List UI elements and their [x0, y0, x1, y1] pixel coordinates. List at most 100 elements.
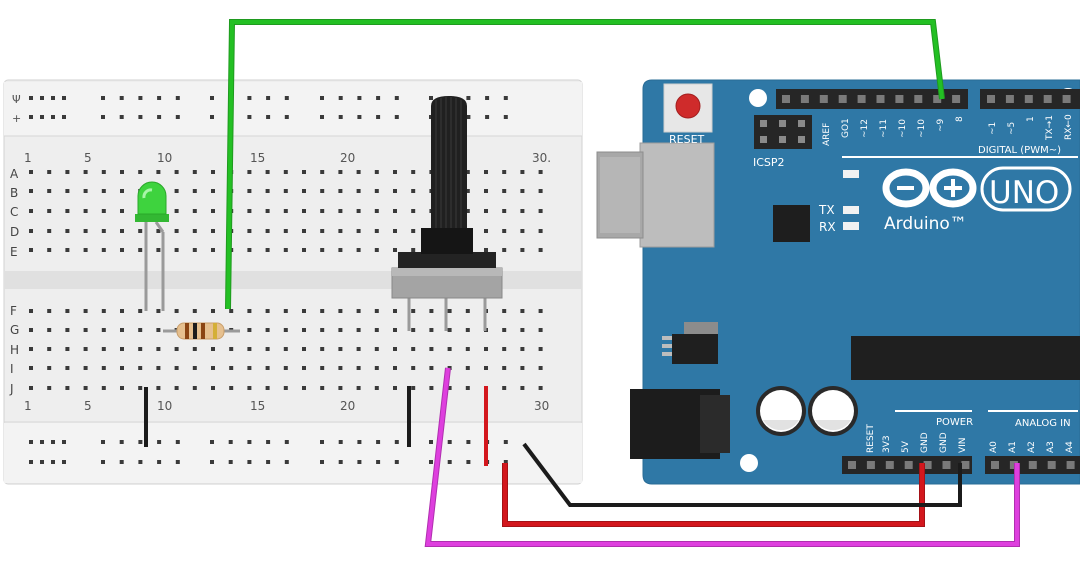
breadboard-hole — [393, 170, 397, 174]
breadboard-hole — [411, 347, 416, 351]
breadboard-hole — [156, 229, 161, 233]
rail-hole — [357, 460, 362, 464]
breadboard-hole — [247, 229, 252, 233]
pin-label-aref: AREF — [822, 123, 832, 146]
breadboard-hole — [502, 209, 507, 213]
breadboard-hole — [247, 209, 252, 213]
row-letters: A B C D E F G H I J — [9, 167, 19, 396]
breadboard-hole — [120, 209, 124, 213]
rail-hole — [138, 115, 143, 119]
rail-ground-symbol: Ψ — [12, 93, 21, 106]
green-led — [135, 181, 169, 311]
breadboard-hole — [520, 248, 525, 252]
header-pin — [895, 95, 904, 103]
analog-header — [985, 456, 1080, 474]
analog-pin-labels: A0 A1 A2 A3 A4 — [989, 441, 1075, 453]
col-number-top-10: 10 — [157, 151, 172, 165]
breadboard-hole — [538, 229, 543, 233]
breadboard-hole — [174, 229, 179, 233]
rail-hole — [376, 96, 381, 100]
pin-label-a0: A0 — [989, 441, 999, 453]
breadboard-hole — [447, 386, 452, 390]
digital-label: DIGITAL (PWM~) — [978, 145, 1061, 156]
breadboard-hole — [265, 366, 270, 370]
rail-hole — [284, 115, 289, 119]
header-pin — [1066, 461, 1075, 469]
digital-pin-labels: AREF GO1 ~12 ~11 ~10 ~10 ~9 8 ~1 ~5 1 TX… — [822, 114, 1074, 146]
rail-hole — [357, 96, 362, 100]
rail-hole — [503, 440, 508, 444]
breadboard-hole — [283, 248, 288, 252]
rail-hole — [51, 115, 55, 119]
breadboard-hole — [356, 170, 361, 174]
rail-hole — [284, 440, 289, 444]
breadboard-hole — [65, 366, 70, 370]
rail-hole — [247, 115, 252, 119]
breadboard-hole — [283, 347, 288, 351]
rail-hole — [247, 460, 252, 464]
rail-hole — [338, 460, 343, 464]
breadboard-hole — [192, 170, 197, 174]
breadboard-hole — [374, 209, 379, 213]
row-letter-e: E — [10, 245, 18, 259]
breadboard-hole — [374, 189, 379, 193]
breadboard-hole — [502, 347, 507, 351]
icsp2-label: ICSP2 — [753, 156, 785, 169]
breadboard-hole — [411, 309, 416, 313]
breadboard-hole — [502, 189, 507, 193]
breadboard-hole — [374, 386, 379, 390]
rail-hole — [447, 440, 452, 444]
breadboard-hole — [411, 229, 416, 233]
breadboard-hole — [374, 309, 379, 313]
col-number-top-15: 15 — [250, 151, 265, 165]
breadboard-hole — [393, 309, 397, 313]
capacitor — [808, 386, 858, 436]
breadboard-hole — [338, 229, 343, 233]
pin-label-3v3: 3V3 — [882, 435, 892, 453]
breadboard-hole — [374, 347, 379, 351]
rail-hole — [429, 440, 433, 444]
breadboard-hole — [211, 347, 215, 351]
breadboard-hole — [447, 328, 452, 332]
row-letter-g: G — [10, 323, 19, 337]
breadboard-hole — [520, 309, 525, 313]
rail-hole — [29, 440, 33, 444]
pin-label-11: ~11 — [879, 119, 889, 138]
breadboard-hole — [83, 189, 88, 193]
reset-button[interactable]: RESET — [663, 83, 713, 146]
breadboard-hole — [302, 309, 306, 313]
breadboard-hole — [265, 309, 270, 313]
breadboard-hole — [83, 229, 88, 233]
tx-rx-leds: TX RX — [818, 170, 859, 234]
breadboard-hole — [29, 386, 33, 390]
rail-hole — [447, 460, 452, 464]
breadboard-hole — [338, 248, 343, 252]
breadboard-hole — [192, 347, 197, 351]
rail-hole — [101, 96, 105, 100]
pin-label-reset: RESET — [866, 424, 876, 453]
breadboard-hole — [520, 209, 525, 213]
breadboard-hole — [283, 309, 288, 313]
mounting-hole — [740, 454, 758, 472]
breadboard-hole — [83, 328, 88, 332]
breadboard-hole — [356, 386, 361, 390]
breadboard-hole — [283, 229, 288, 233]
breadboard-hole — [211, 209, 215, 213]
breadboard-hole — [320, 248, 325, 252]
breadboard-hole — [520, 347, 525, 351]
breadboard-hole — [156, 347, 161, 351]
reset-label: RESET — [669, 133, 705, 146]
header-pin — [1028, 461, 1037, 469]
breadboard-hole — [83, 386, 88, 390]
breadboard-hole — [247, 189, 252, 193]
digital-header-right — [980, 89, 1080, 109]
pin-label-12: ~12 — [860, 119, 870, 138]
rail-hole — [157, 96, 162, 100]
rail-hole — [138, 440, 143, 444]
breadboard-hole — [374, 170, 379, 174]
breadboard-hole — [302, 170, 306, 174]
rail-hole — [266, 96, 271, 100]
breadboard-hole — [283, 170, 288, 174]
breadboard-hole — [447, 309, 452, 313]
breadboard-hole — [101, 366, 106, 370]
